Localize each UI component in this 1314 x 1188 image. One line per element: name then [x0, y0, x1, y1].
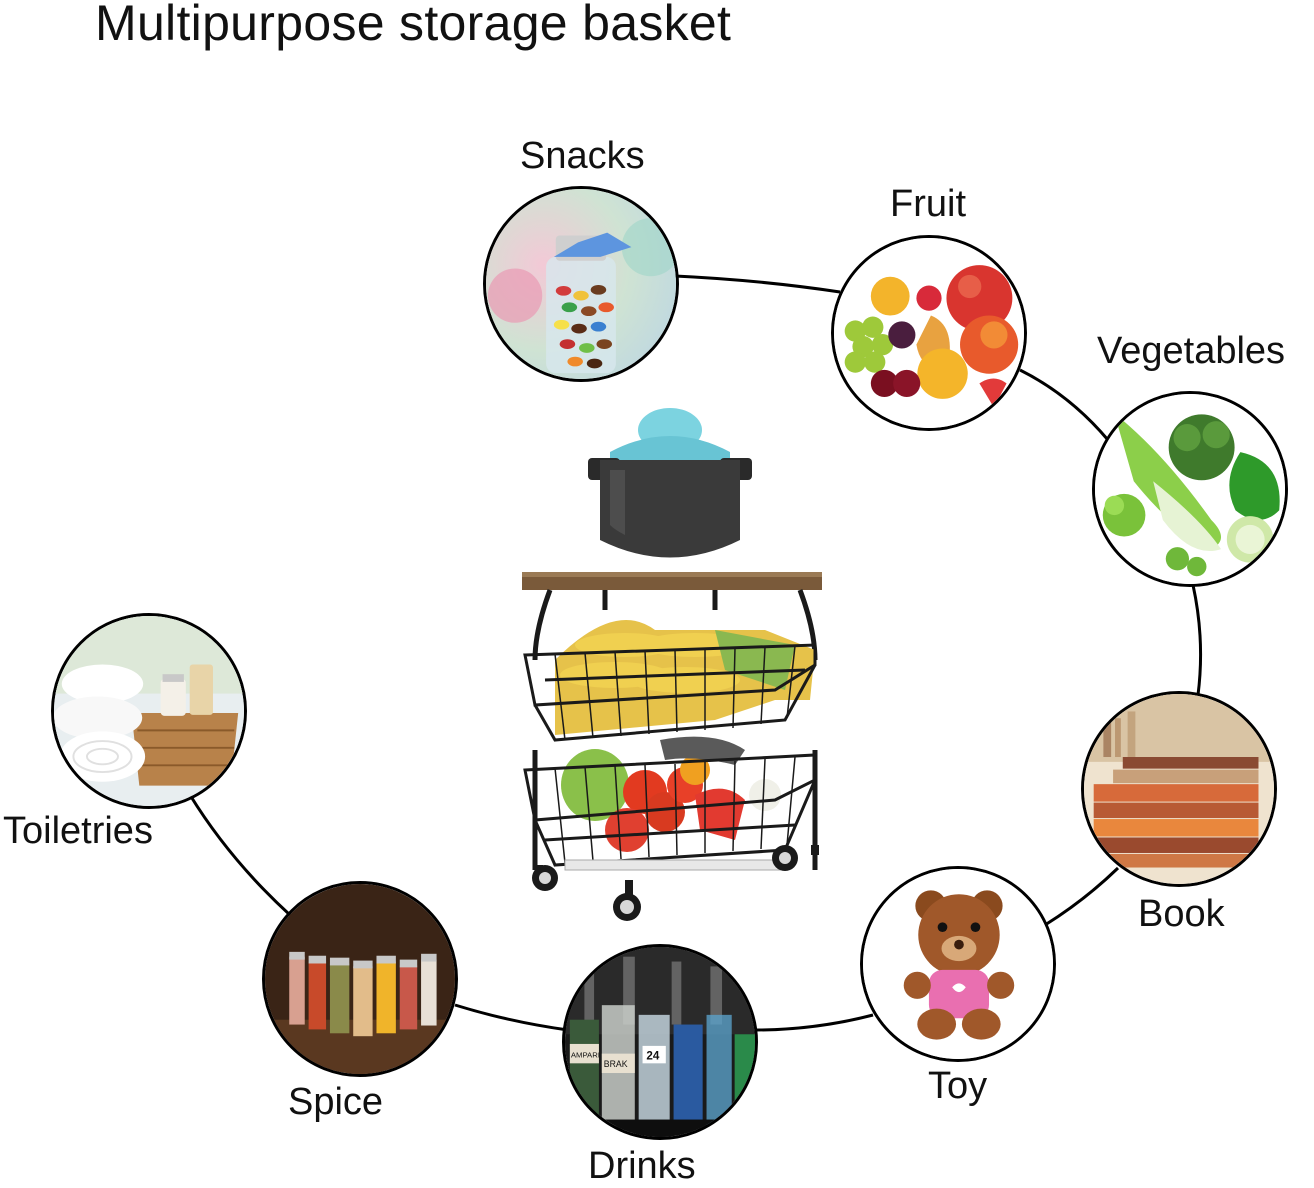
- bottle-number: 24: [646, 1049, 659, 1062]
- fruit-photo: [831, 235, 1027, 431]
- storage-cart: [522, 408, 822, 921]
- caster-wheels: [532, 845, 819, 921]
- bottle-brand-a: AMPARI: [571, 1051, 600, 1060]
- lower-basket: [523, 736, 817, 871]
- toy-photo: [860, 866, 1056, 1062]
- drinks-photo: AMPARI BRAK 24: [562, 944, 758, 1140]
- book-label: Book: [1138, 893, 1225, 935]
- snacks-photo: [483, 186, 679, 382]
- bottle-brand-b: BRAK: [604, 1059, 628, 1069]
- toiletries-label: Toiletries: [3, 810, 153, 852]
- spice-label: Spice: [288, 1081, 384, 1123]
- pot-icon: [588, 408, 752, 558]
- upper-basket: [523, 620, 817, 742]
- page-title: Multipurpose storage basket: [95, 0, 732, 51]
- drinks-label: Drinks: [588, 1145, 696, 1187]
- toiletries-photo: [51, 613, 247, 809]
- vegetables-label: Vegetables: [1097, 330, 1286, 372]
- book-photo: [1081, 691, 1277, 887]
- toy-label: Toy: [928, 1065, 988, 1107]
- vegetables-photo: [1092, 391, 1288, 587]
- fruit-label: Fruit: [890, 183, 966, 225]
- snacks-label: Snacks: [520, 135, 645, 177]
- spice-photo: [262, 881, 458, 1077]
